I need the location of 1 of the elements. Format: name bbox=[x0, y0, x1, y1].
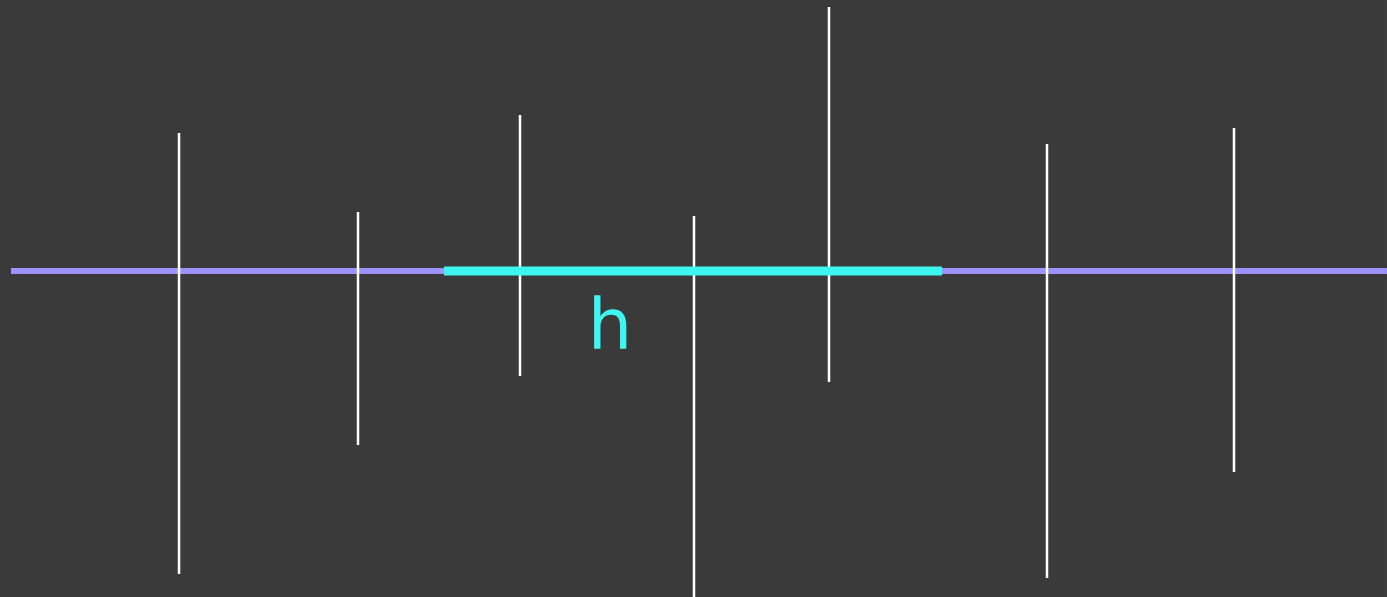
dimension-label: h bbox=[594, 295, 627, 349]
